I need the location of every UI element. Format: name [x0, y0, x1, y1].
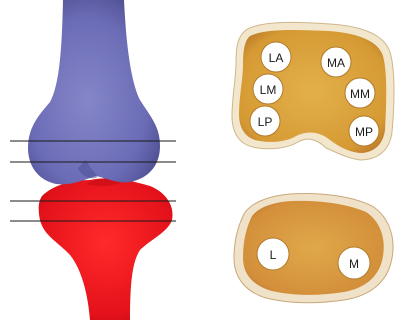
hole-label-la: LA [269, 51, 284, 65]
hole-label-ma: MA [327, 56, 345, 70]
hole-label-lp: LP [258, 115, 273, 129]
hole-lm: LM [253, 74, 283, 104]
bone-model [10, 0, 176, 320]
hole-mp: MP [349, 116, 379, 146]
hole-lp: LP [250, 106, 280, 136]
hole-label-mp: MP [355, 125, 373, 139]
femur [28, 0, 160, 184]
hole-label-l: L [270, 248, 277, 262]
hole-ma: MA [321, 47, 351, 77]
tibia [39, 178, 173, 320]
hole-label-m: M [349, 257, 359, 271]
hole-m: M [338, 247, 370, 279]
hole-mm: MM [345, 78, 375, 108]
hole-label-lm: LM [260, 83, 277, 97]
hole-la: LA [261, 42, 291, 72]
hole-label-mm: MM [350, 87, 370, 101]
hole-l: L [257, 238, 289, 270]
